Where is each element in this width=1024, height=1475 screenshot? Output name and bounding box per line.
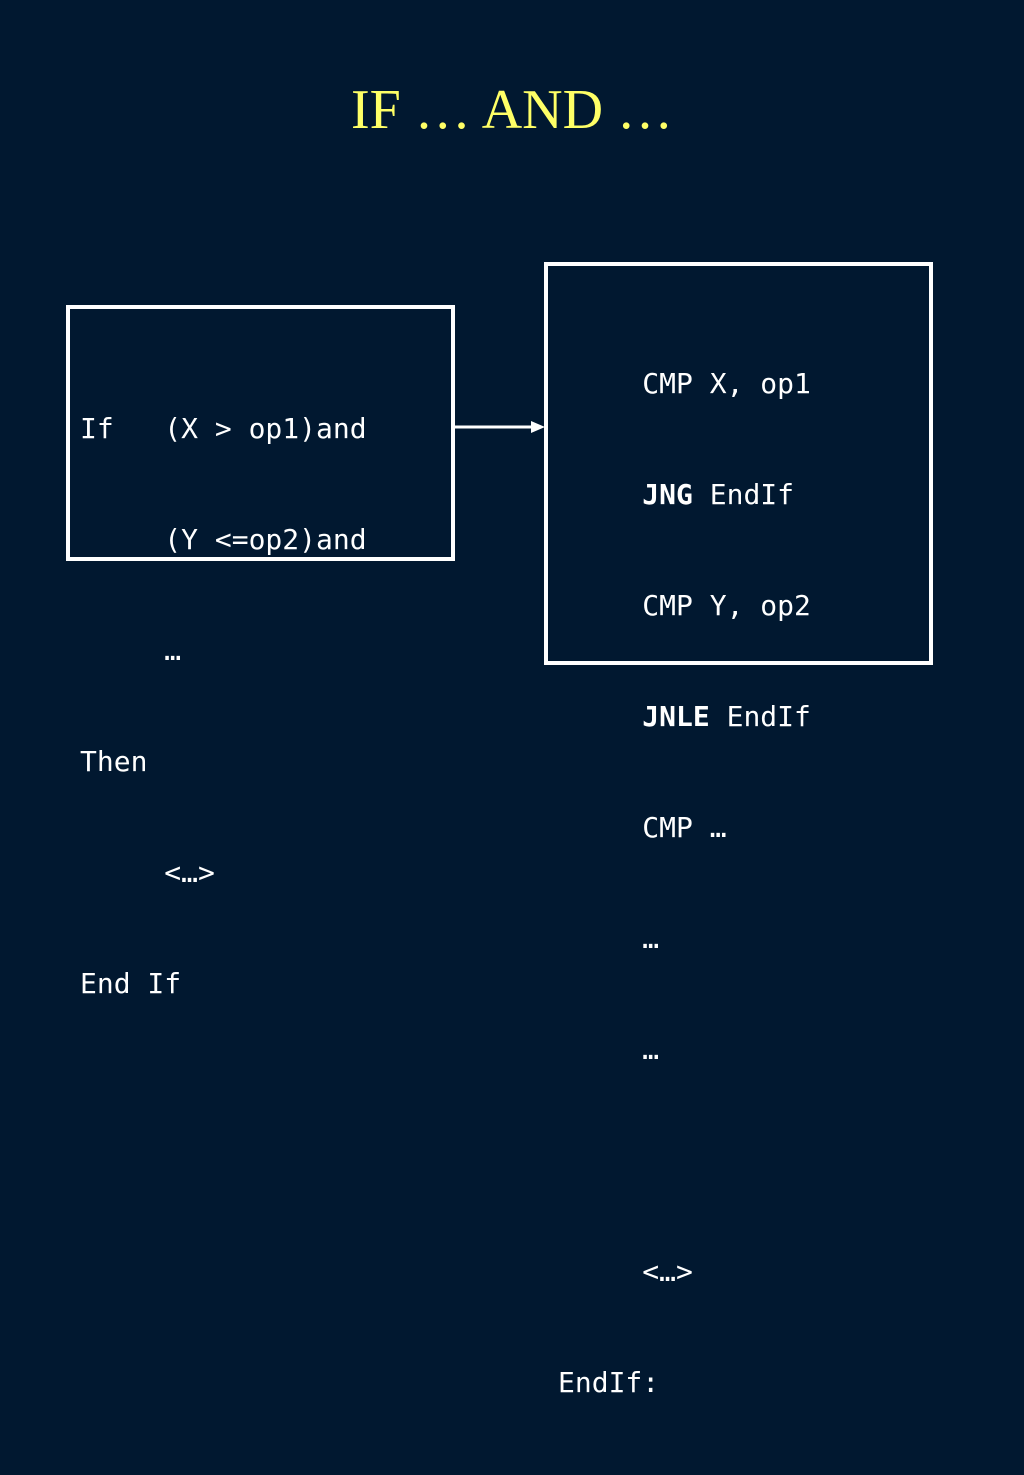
code-line: CMP … bbox=[558, 811, 727, 844]
assembly-code-box: CMP X, op1 JNG EndIf CMP Y, op2 JNLE End… bbox=[544, 262, 933, 1399]
code-indent bbox=[558, 478, 642, 511]
slide-title: IF … AND … bbox=[350, 79, 674, 141]
code-line: JNLE EndIf bbox=[558, 698, 811, 735]
jump-instruction: JNLE bbox=[642, 700, 710, 733]
code-line: <…> bbox=[80, 856, 215, 889]
arrow-right-icon bbox=[455, 421, 545, 433]
code-line: … bbox=[558, 1033, 660, 1066]
high-level-code-box: If (X > op1)and (Y <=op2)and … Then <…> … bbox=[66, 305, 455, 1000]
jump-target: EndIf bbox=[709, 700, 811, 733]
assembly-code: CMP X, op1 JNG EndIf CMP Y, op2 JNLE End… bbox=[558, 291, 811, 1475]
code-line: … bbox=[80, 634, 182, 667]
code-line: EndIf: bbox=[558, 1366, 660, 1399]
code-line: CMP Y, op2 bbox=[558, 589, 811, 622]
code-line: <…> bbox=[558, 1255, 693, 1288]
jump-instruction: JNG bbox=[642, 478, 693, 511]
code-line: End If bbox=[80, 967, 182, 1000]
jump-target: EndIf bbox=[692, 478, 795, 511]
code-line: JNG EndIf bbox=[558, 476, 811, 513]
code-line: … bbox=[558, 922, 660, 955]
code-line: CMP X, op1 bbox=[558, 367, 811, 400]
high-level-code: If (X > op1)and (Y <=op2)and … Then <…> … bbox=[80, 336, 367, 1076]
code-indent bbox=[558, 700, 642, 733]
code-line: Then bbox=[80, 745, 148, 778]
code-line: If (X > op1)and bbox=[80, 412, 367, 445]
code-line: (Y <=op2)and bbox=[80, 523, 367, 556]
code-line bbox=[558, 1142, 811, 1179]
